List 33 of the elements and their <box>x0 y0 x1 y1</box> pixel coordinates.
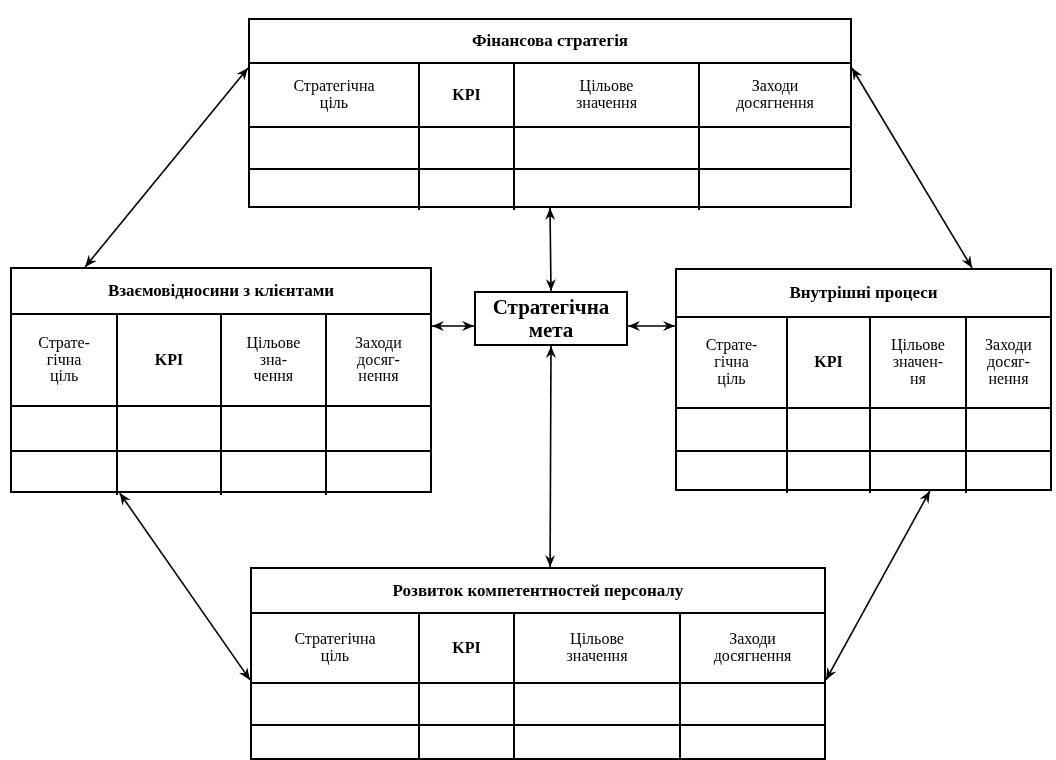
column-header: Заходи досягнення <box>679 614 824 682</box>
table-title: Розвиток компетентностей персоналу <box>252 569 824 614</box>
column-header: Цільове зна- чення <box>219 315 325 405</box>
column-header: Цільове значення <box>513 614 679 682</box>
column-header: KPI <box>116 315 220 405</box>
double-arrow <box>431 321 475 331</box>
column-header: Стратегічна ціль <box>292 76 376 114</box>
column-header: Цільове значення <box>513 64 698 126</box>
column-header: Страте- гічна ціль <box>704 335 759 390</box>
table <box>248 18 852 208</box>
double-arrow <box>545 345 556 568</box>
double-arrow <box>545 207 556 292</box>
process-box: Стратегічна мета <box>474 291 628 346</box>
column-header: KPI <box>417 64 514 126</box>
table-title: Взаємовідносини з клієнтами <box>12 269 430 315</box>
double-arrow <box>118 492 251 681</box>
column-header: Заходи досяг- нення <box>324 315 430 405</box>
column-header: Страте- гічна ціль <box>37 332 91 387</box>
column-header: KPI <box>786 318 869 407</box>
table-title: Фінансова стратегія <box>250 20 850 64</box>
double-arrow <box>84 67 249 268</box>
table <box>675 268 1052 491</box>
column-header: KPI <box>417 614 514 682</box>
column-header: Стратегічна ціль <box>293 629 377 667</box>
column-header: Заходи досяг- нення <box>964 318 1050 407</box>
column-header: Цільове значен- ня <box>868 318 965 407</box>
table <box>10 267 432 493</box>
column-header: Заходи досягнення <box>698 64 850 126</box>
double-arrow <box>851 67 973 269</box>
table-title: Внутрішні процеси <box>677 270 1050 318</box>
table <box>250 567 826 760</box>
double-arrow <box>627 321 676 331</box>
double-arrow <box>825 490 931 681</box>
